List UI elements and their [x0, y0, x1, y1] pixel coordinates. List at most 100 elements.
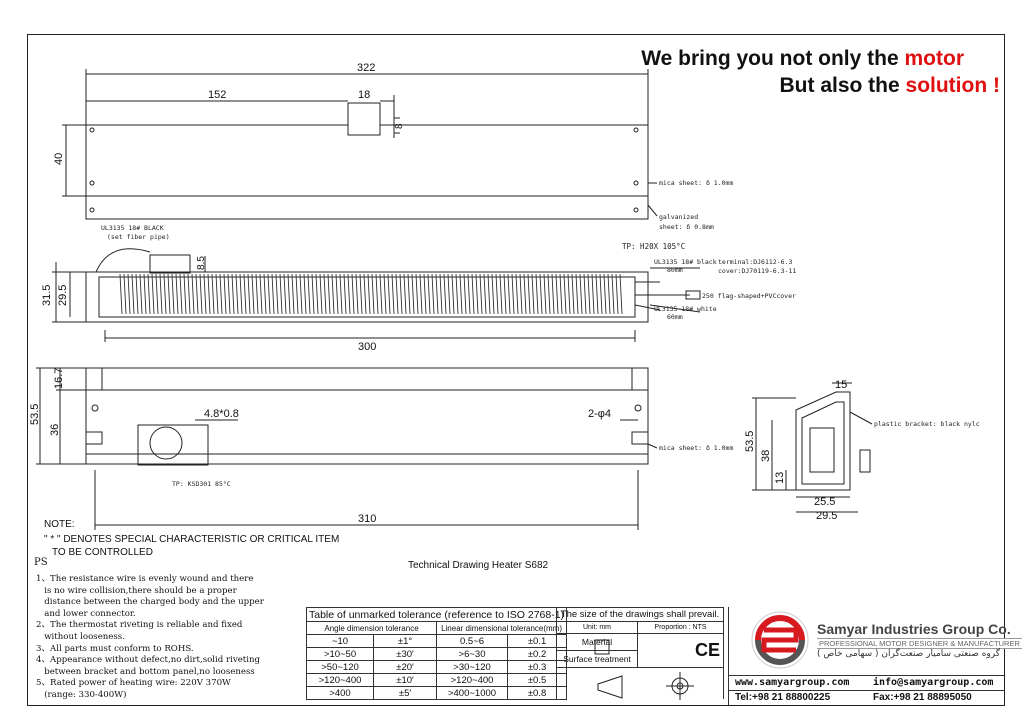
- tolerance-title: Table of unmarked tolerance (reference t…: [305, 607, 568, 622]
- proportion-label: Proportion : NTS: [637, 621, 724, 634]
- company-tagline: PROFESSIONAL MOTOR DESIGNER & MANUFACTUR…: [817, 638, 1022, 649]
- table-cell: ±10′: [373, 673, 438, 687]
- contact-row-web: www.samyargroup.com info@samyargroup.com: [729, 675, 1005, 691]
- ps-note-item: without looseness.: [36, 631, 125, 642]
- surface-label: Surface treatment: [556, 650, 638, 668]
- slogan-line-2-highlight: solution !: [905, 74, 1000, 97]
- label-flag-cover: 250 flag-shaped+PVCcover: [702, 292, 796, 300]
- contact-row-phone: Tel:+98 21 88800225 Fax:+98 21 88895050: [729, 690, 1005, 706]
- note-line-2: TO BE CONTROLLED: [52, 547, 153, 558]
- ps-label: PS: [34, 557, 48, 568]
- dim-side-height: 53.5: [744, 431, 756, 452]
- drawing-frame: [27, 34, 1005, 706]
- dim-hole-spec: 2-φ4: [588, 408, 611, 420]
- side-view-profile: [795, 391, 851, 491]
- table-cell: >400~1000: [436, 686, 509, 700]
- dim-side-inner-height: 38: [760, 450, 772, 462]
- label-terminal-1: terminal:DJ6112-6.3: [718, 258, 792, 266]
- label-wire-white-2: 60mm: [667, 313, 683, 321]
- label-wire-black-2: (set fiber pipe): [107, 233, 170, 241]
- email-link[interactable]: info@samyargroup.com: [873, 677, 994, 688]
- ps-note-item: and lower connector.: [36, 608, 136, 619]
- unit-label: Unit: mm: [556, 621, 638, 634]
- dim-slot-size: 4.8*0.8: [204, 408, 239, 420]
- dim-front-tab-height: 8.5: [196, 256, 207, 270]
- angle-header: Angle dimension tolerance: [305, 621, 438, 635]
- top-view-plate: [85, 124, 649, 220]
- label-tp-h20x: TP: H20X 105°C: [622, 242, 685, 251]
- label-mica-bottom: mica sheet: δ 1.0mm: [659, 444, 733, 452]
- table-cell: ~10: [305, 634, 375, 648]
- table-row: >120~400 ±10′ >120~400 ±0.5: [305, 673, 568, 687]
- samyar-logo-icon: [751, 611, 809, 669]
- table-row: ~10 ±1° 0.5~6 ±0.1: [305, 634, 568, 648]
- table-cell: >120~400: [305, 673, 375, 687]
- table-cell: ±20′: [373, 660, 438, 674]
- slogan-line-1-highlight: motor: [904, 47, 965, 70]
- ps-note-item: (range: 330-400W): [36, 689, 127, 700]
- drawing-meta-table: The size of the drawings shall prevail. …: [556, 607, 724, 699]
- label-mica-top: mica sheet: δ 1.0mm: [659, 179, 733, 187]
- dim-front-left-height: 31.5: [41, 285, 53, 306]
- front-view-inner: [98, 276, 636, 318]
- ps-note-item: is no wire collision,there should be a p…: [36, 585, 237, 596]
- slogan-line-2-prefix: But also the: [779, 74, 906, 97]
- table-cell: >30~120: [436, 660, 509, 674]
- table-row: >400 ±5′ >400~1000 ±0.8: [305, 686, 568, 700]
- dim-top-length: 322: [357, 62, 375, 74]
- top-view-tab: [347, 102, 381, 136]
- label-wire-black-right-2: 80mm: [667, 266, 683, 274]
- bottom-view-body: [85, 367, 649, 465]
- tolerance-table: Table of unmarked tolerance (reference t…: [305, 607, 568, 700]
- company-block: Samyar Industries Group Co. PROFESSIONAL…: [728, 607, 1022, 706]
- dim-bottom-length: 310: [358, 513, 376, 525]
- company-name: Samyar Industries Group Co.: [817, 621, 1011, 637]
- table-cell: >6~30: [436, 647, 509, 661]
- dim-front-length: 300: [358, 341, 376, 353]
- dim-bottom-total-height: 53.5: [29, 404, 41, 425]
- note-title: NOTE:: [44, 519, 75, 530]
- front-view-body: [85, 271, 649, 323]
- slogan-line-1-prefix: We bring you not only the: [641, 47, 905, 70]
- dim-side-foot: 13: [774, 472, 786, 484]
- front-tab: [149, 254, 191, 274]
- table-cell: >10~50: [305, 647, 375, 661]
- label-tp-ksd: TP: KSD301 85°C: [172, 480, 231, 488]
- label-terminal-2: cover:DJ70119-6.3-11: [718, 267, 796, 275]
- dim-side-width-inner: 25.5: [814, 496, 835, 508]
- dim-top-offset: 152: [208, 89, 226, 101]
- ce-mark: CE: [637, 633, 724, 668]
- drawing-caption: Technical Drawing Heater S682: [408, 560, 549, 571]
- ps-note-item: distance between the charged body and th…: [36, 597, 264, 608]
- ps-note-item: 3、All parts must conform to ROHS.: [36, 643, 194, 654]
- table-cell: >120~400: [436, 673, 509, 687]
- ps-note-item: 4、Appearance without defect,no dirt,soli…: [36, 655, 261, 666]
- table-cell: ±30′: [373, 647, 438, 661]
- ps-notes-list: 1、The resistance wire is evenly wound an…: [36, 574, 264, 702]
- thermostat-base: [137, 424, 209, 466]
- table-cell: ±5′: [373, 686, 438, 700]
- label-galvanized-1: galvanized: [659, 213, 698, 221]
- table-cell: ±1°: [373, 634, 438, 648]
- table-cell: >400: [305, 686, 375, 700]
- label-wire-black-1: UL3135 18# BLACK: [101, 224, 164, 232]
- ps-note-item: 2、The thermostat riveting is reliable an…: [36, 620, 243, 631]
- dim-bottom-lower-height: 36: [49, 424, 61, 436]
- ps-note-item: between bracket and bottom panel,no loos…: [36, 666, 255, 677]
- website-link[interactable]: www.samyargroup.com: [735, 677, 850, 688]
- table-cell: 0.5~6: [436, 634, 509, 648]
- table-row: >10~50 ±30′ >6~30 ±0.2: [305, 647, 568, 661]
- table-row: >50~120 ±20′ >30~120 ±0.3: [305, 660, 568, 674]
- label-galvanized-2: sheet: δ 0.8mm: [659, 223, 714, 231]
- label-wire-black-right-1: UL3135 18# black: [654, 258, 717, 266]
- dim-side-width-outer: 29.5: [816, 510, 837, 522]
- dim-tab-height: 8: [394, 123, 405, 129]
- ps-note-item: 1、The resistance wire is evenly wound an…: [36, 574, 254, 584]
- symbols-cell: [556, 667, 724, 699]
- fax-text: Fax:+98 21 88895050: [873, 692, 972, 703]
- ps-note-item: 5、Rated power of heating wire: 220V 370W: [36, 678, 231, 689]
- slogan-line-1: We bring you not only the motor: [641, 47, 964, 71]
- slogan-line-2: But also the solution !: [780, 74, 1001, 98]
- table-cell: >50~120: [305, 660, 375, 674]
